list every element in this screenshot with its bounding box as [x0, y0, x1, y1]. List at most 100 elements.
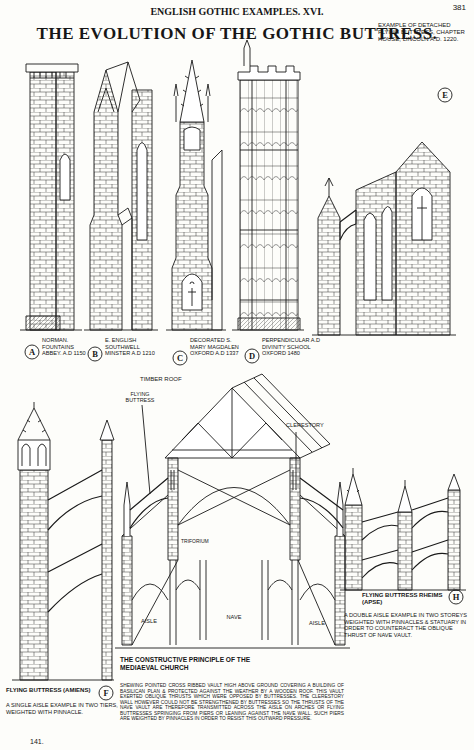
early-english-buttress	[84, 62, 158, 330]
detached-flying-buttress-stroke	[340, 210, 356, 240]
detached-flying-buttress-stroke	[417, 196, 427, 240]
callout-letter: B	[88, 348, 102, 360]
caption-heading: THE CONSTRUCTIVE PRINCIPLE OF THE MEDIAE…	[120, 656, 270, 672]
caption: PERPENDICULAR A.D DIVINITY SCHOOL OXFORD…	[262, 337, 324, 357]
decorated-buttress-stroke	[180, 60, 204, 122]
decorated-buttress-stroke	[166, 330, 226, 331]
part-label: AISLE	[302, 620, 332, 627]
part-label: NAVE	[216, 614, 252, 621]
church-section	[115, 374, 350, 648]
part-label: AISLE	[134, 618, 164, 625]
church-section-stroke	[132, 584, 335, 600]
decorated-buttress-stroke	[212, 150, 222, 330]
church-section-stroke	[335, 536, 345, 645]
detached-flying-buttress-stroke	[312, 335, 456, 336]
rheims-flying-buttress-stroke	[345, 505, 362, 590]
part-label: TRIFORIUM	[181, 538, 227, 544]
early-english-buttress-stroke	[98, 88, 114, 112]
norman-buttress	[20, 64, 82, 330]
detached-flying-buttress-stroke	[396, 142, 450, 335]
callout-circle-stroke	[99, 686, 113, 700]
callout-letter: H	[449, 591, 463, 603]
caption-heading: FLYING BUTTRESS RHEIMS (APSE)	[362, 592, 448, 606]
rheims-flying-buttress-stroke	[405, 480, 406, 486]
callout-circle-stroke	[88, 347, 102, 361]
part-label: FLYING BUTTRESS	[118, 391, 162, 404]
perpendicular-buttress-stroke	[238, 66, 300, 80]
rheims-flying-buttress-stroke	[398, 512, 412, 590]
caption: A SINGLE AISLE EXAMPLE IN TWO TIERS, WEI…	[6, 702, 118, 715]
early-english-buttress-stroke	[90, 70, 122, 330]
callout-letter: E	[438, 89, 452, 101]
perpendicular-buttress-stroke	[238, 318, 300, 330]
church-section-stroke	[142, 405, 296, 494]
amiens-flying-buttress-stroke	[18, 408, 50, 440]
amiens-flying-buttress-stroke	[12, 680, 114, 681]
amiens-flying-buttress-stroke	[22, 444, 46, 466]
early-english-buttress-stroke	[84, 330, 158, 331]
callout-letter: D	[245, 350, 259, 362]
rheims-flying-buttress-stroke	[398, 486, 412, 512]
rheims-flying-buttress-stroke	[412, 498, 448, 528]
detached-flying-buttress	[312, 142, 456, 335]
page-number: 141.	[30, 738, 70, 746]
decorated-buttress-stroke	[174, 84, 210, 122]
amiens-flying-buttress-stroke	[23, 402, 45, 432]
church-section-stroke	[244, 378, 322, 452]
perpendicular-buttress-stroke	[240, 80, 298, 330]
norman-buttress-stroke	[56, 68, 74, 330]
callout-circle-stroke	[449, 590, 463, 604]
callout-letter: F	[99, 687, 113, 699]
callout-circle-stroke	[173, 351, 187, 365]
early-english-buttress-stroke	[137, 143, 147, 241]
decorated-buttress-stroke	[182, 274, 202, 310]
early-english-buttress-stroke	[132, 90, 152, 330]
rheims-flying-buttress-stroke	[345, 474, 362, 505]
rheims-flying-buttress-stroke	[347, 468, 359, 492]
perpendicular-buttress-stroke	[252, 80, 286, 330]
church-section-stroke	[170, 560, 298, 645]
decorated-buttress-stroke	[172, 122, 212, 330]
decorated-buttress-stroke	[181, 76, 203, 106]
detached-flying-buttress-stroke	[318, 196, 340, 335]
caption: E. ENGLISH SOUTHWELL MINSTER A.D 1210	[105, 337, 161, 357]
amiens-flying-buttress-stroke	[18, 440, 50, 470]
caption: NORMAN. FOUNTAINS ABBEY. A.D 1150	[42, 337, 86, 357]
rheims-flying-buttress	[340, 468, 466, 590]
caption-heading: FLYING BUTTRESS (AMIENS)	[6, 687, 98, 694]
detached-flying-buttress-stroke	[364, 206, 392, 300]
amiens-flying-buttress-stroke	[20, 470, 48, 680]
perpendicular-buttress-stroke	[244, 40, 250, 66]
church-section-stroke	[165, 388, 300, 458]
norman-buttress-stroke	[20, 330, 82, 331]
church-section-stroke	[300, 478, 343, 528]
perpendicular-buttress-stroke	[232, 330, 304, 331]
detached-flying-buttress-stroke	[325, 178, 333, 196]
perpendicular-buttress-stroke	[240, 150, 298, 300]
decorated-buttress-stroke	[184, 127, 200, 150]
rheims-flying-buttress-stroke	[362, 550, 398, 578]
amiens-flying-buttress-stroke	[102, 440, 112, 680]
norman-buttress-stroke	[26, 64, 78, 72]
church-section-stroke	[122, 536, 132, 645]
example-note: EXAMPLE OF DETACHED FLYING BUTTRESS, CHA…	[378, 22, 468, 44]
rheims-flying-buttress-stroke	[412, 540, 448, 570]
norman-buttress-stroke	[30, 72, 56, 330]
rheims-flying-buttress-stroke	[340, 590, 466, 591]
page-number: 381	[430, 3, 466, 13]
callout-letter: A	[25, 346, 39, 358]
callout-letter: C	[173, 352, 187, 364]
detached-flying-buttress-stroke	[340, 210, 356, 240]
church-section-stroke	[232, 374, 330, 458]
decorated-buttress	[166, 60, 226, 330]
decorated-buttress-stroke	[188, 282, 196, 306]
rheims-flying-buttress-stroke	[448, 474, 460, 490]
norman-buttress-stroke	[30, 72, 74, 78]
amiens-flying-buttress-stroke	[48, 544, 102, 612]
callout-circle-stroke	[438, 88, 452, 102]
church-section-stroke	[171, 470, 296, 490]
detached-flying-buttress-stroke	[356, 172, 396, 335]
church-section-stroke	[290, 458, 300, 560]
rheims-flying-buttress-stroke	[362, 512, 398, 540]
rheims-flying-buttress-stroke	[448, 490, 460, 590]
